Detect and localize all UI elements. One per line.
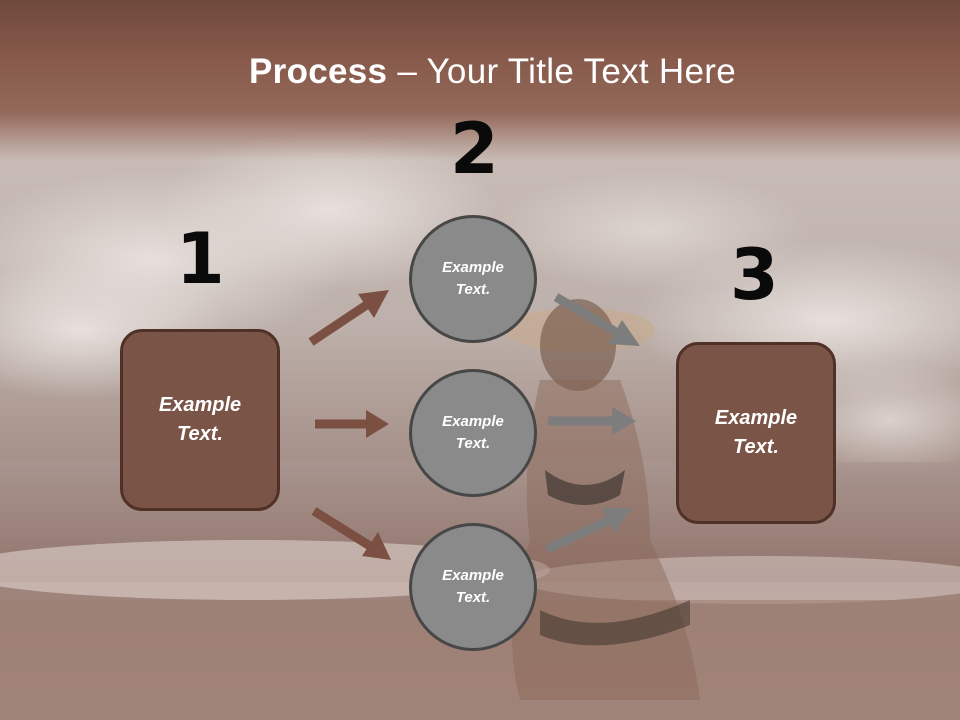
circle-bottom: Example Text. — [409, 523, 537, 651]
arrow-right-icon — [315, 410, 389, 438]
step-1-box: Example Text. — [120, 329, 280, 511]
step-1-label-line2: Text. — [177, 423, 223, 445]
slide-title: Process – Your Title Text Here — [0, 52, 960, 92]
circle-top-label-line2: Text. — [455, 281, 491, 298]
arrow-right-gray-icon — [548, 407, 636, 435]
title-rest: – Your Title Text Here — [387, 52, 736, 91]
circle-middle-label-line2: Text. — [455, 435, 491, 452]
circle-bottom-label-line2: Text. — [455, 589, 491, 606]
circle-top: Example Text. — [409, 215, 537, 343]
circle-middle: Example Text. — [409, 369, 537, 497]
step-number-2: 2 — [450, 108, 499, 190]
step-number-3: 3 — [730, 234, 779, 316]
header-band — [0, 0, 960, 160]
arrow-down-right-gray-icon — [553, 293, 640, 346]
circle-bottom-label-line1: Example — [442, 566, 504, 584]
step-1-label-line1: Example — [158, 394, 242, 416]
arrow-up-right-gray-icon — [545, 508, 632, 554]
arrow-up-right-icon — [308, 290, 389, 346]
step-3-box: Example Text. — [676, 342, 836, 524]
arrow-down-right-icon — [311, 507, 391, 560]
step-number-1: 1 — [176, 218, 225, 300]
step-3-label-line1: Example — [714, 407, 798, 429]
title-bold: Process — [249, 52, 388, 91]
step-3-label-line2: Text. — [733, 436, 779, 458]
circle-top-label-line1: Example — [442, 258, 504, 276]
circle-middle-label-line1: Example — [442, 412, 504, 430]
